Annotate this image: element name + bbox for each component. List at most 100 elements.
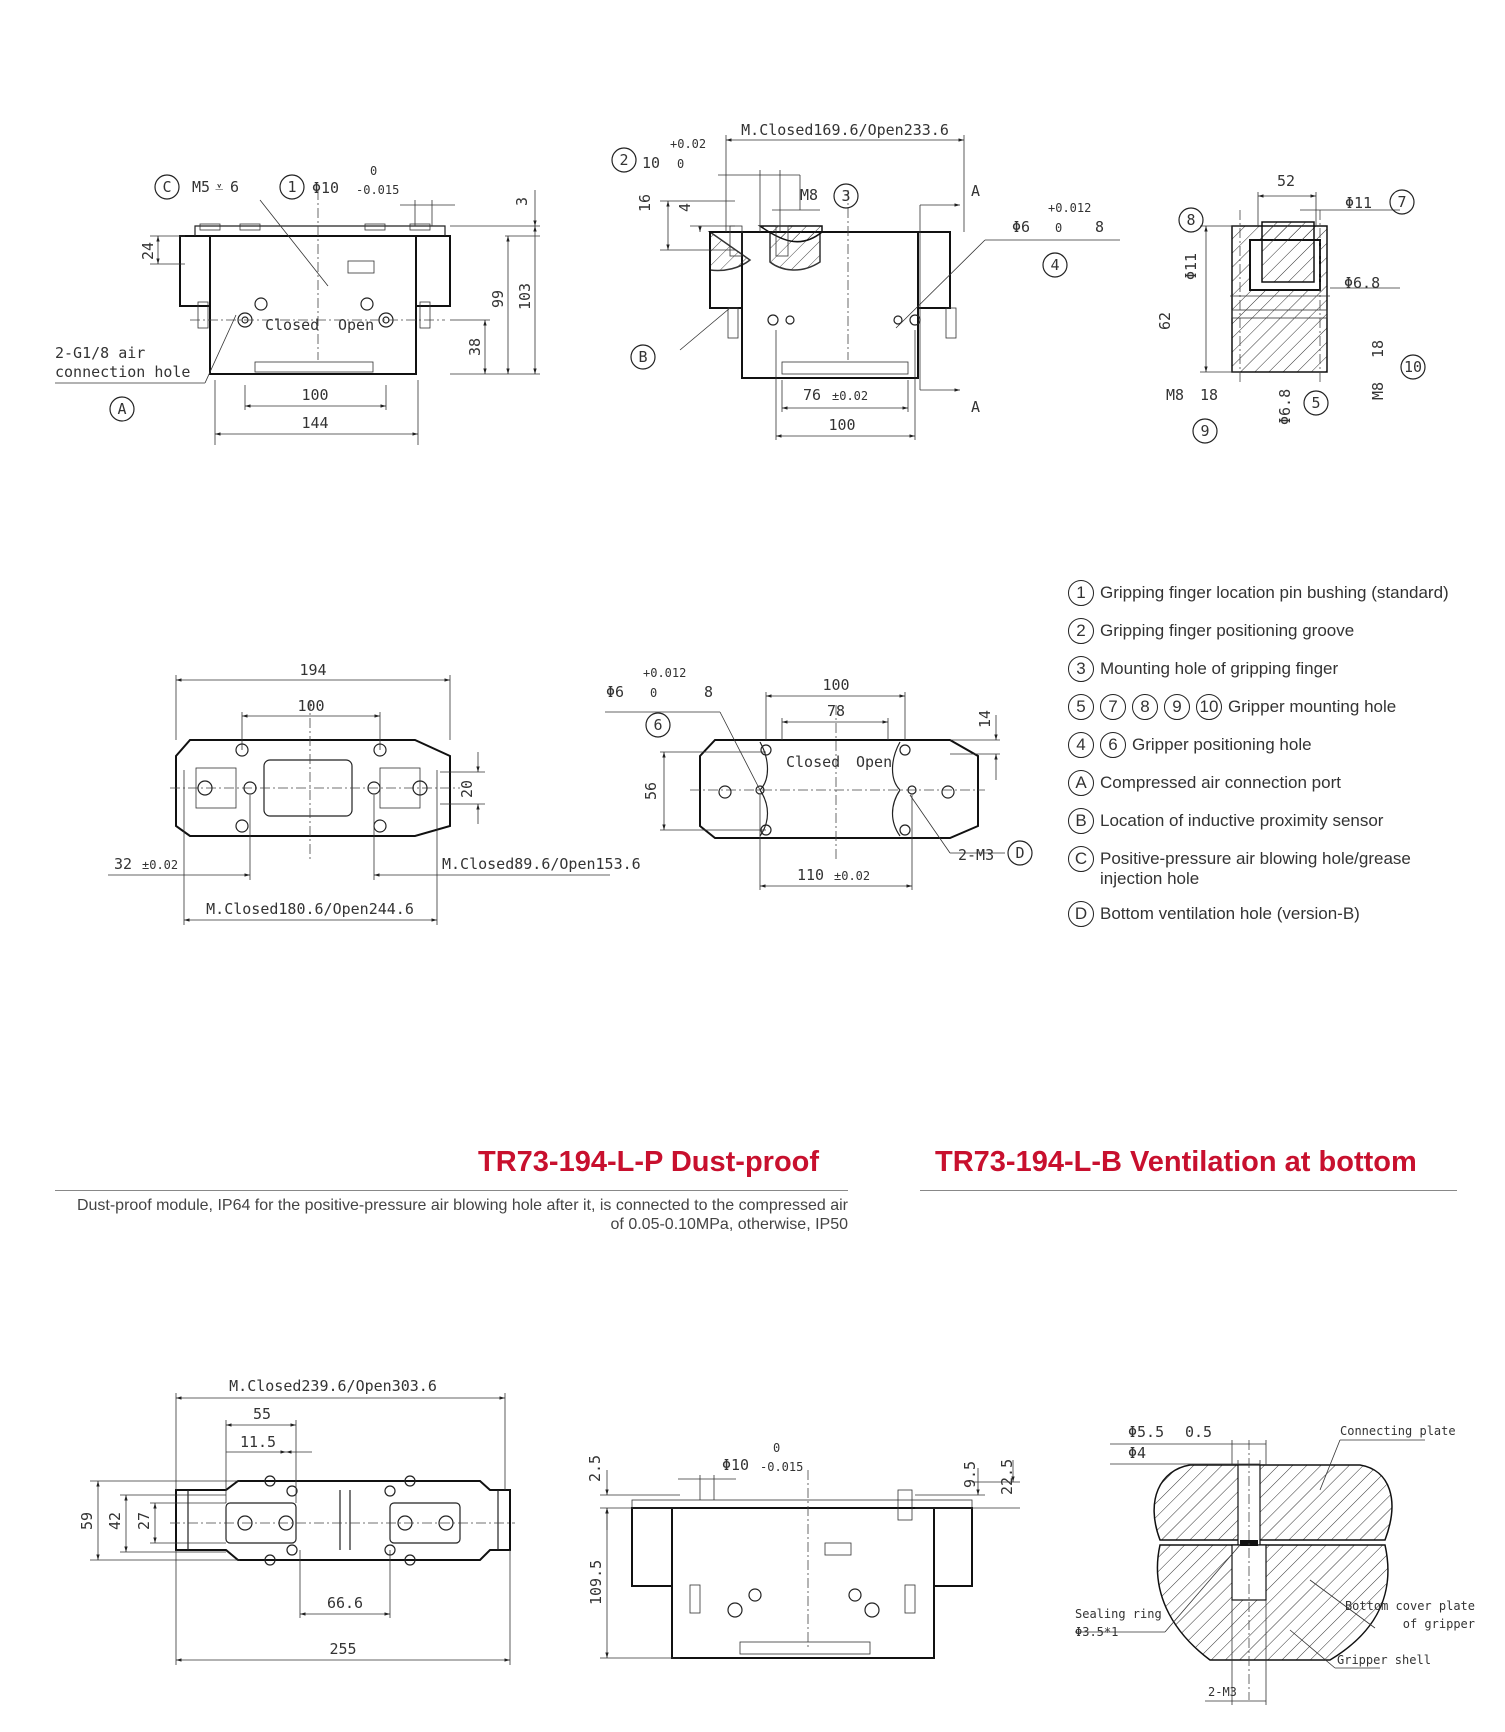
pin-spec: Φ10 xyxy=(312,179,339,197)
top-dim-32: 32 xyxy=(114,855,132,873)
dust-dim-59: 59 xyxy=(78,1512,96,1530)
ventilation-rule xyxy=(920,1190,1457,1191)
ventilation-title: TR73-194-L-B Ventilation at bottom xyxy=(935,1146,1417,1178)
groove-tol-low: 0 xyxy=(677,157,684,171)
dust-dim-255: 255 xyxy=(329,1640,356,1658)
legend-marker: 2 xyxy=(1068,618,1094,644)
groove-w: 10 xyxy=(642,154,660,172)
legend-item: 3 Mounting hole of gripping finger xyxy=(1068,656,1468,682)
top-dim-100: 100 xyxy=(297,697,324,715)
vent-connecting-plate: Connecting plate xyxy=(1340,1424,1456,1438)
dust-dim-42: 42 xyxy=(106,1512,124,1530)
bottom-dim-100: 100 xyxy=(822,676,849,694)
legend-text: Bottom ventilation hole (version-B) xyxy=(1100,904,1360,923)
bottom-pos-tol-low: 0 xyxy=(650,686,657,700)
pos-spec: Φ6 xyxy=(1012,218,1030,236)
side-dim-100: 100 xyxy=(828,416,855,434)
m8-label: M8 xyxy=(800,186,818,204)
vent-bottom-cover-1: Bottom cover plate xyxy=(1345,1599,1475,1613)
dust-front-view xyxy=(600,1460,1020,1659)
vent-detail xyxy=(1075,1439,1425,1705)
bottom-pos-spec: Φ6 xyxy=(606,683,624,701)
dim-62: 62 xyxy=(1156,312,1174,330)
vent-gripper-shell: Gripper shell xyxy=(1337,1653,1431,1667)
top-stroke-b: M.Closed180.6/Open244.6 xyxy=(206,900,414,918)
top-dim-32-tol: ±0.02 xyxy=(142,858,178,872)
side-stroke: M.Closed169.6/Open233.6 xyxy=(741,121,949,139)
side-view xyxy=(611,135,1120,440)
dust-dim-55: 55 xyxy=(253,1405,271,1423)
marker-2: 2 xyxy=(619,151,628,169)
m8-18b: M8 xyxy=(1369,382,1387,400)
legend-marker: C xyxy=(1068,846,1094,872)
section-view xyxy=(1178,189,1426,444)
legend-marker: 7 xyxy=(1100,694,1126,720)
dim-11b: Φ11 xyxy=(1182,253,1200,280)
bottom-pos-tol-up: +0.012 xyxy=(643,666,686,680)
legend-text: Mounting hole of gripping finger xyxy=(1100,659,1339,678)
label-closed: Closed xyxy=(265,316,319,334)
legend-marker: 3 xyxy=(1068,656,1094,682)
dim-16: 16 xyxy=(636,194,654,212)
legend: 1 Gripping finger location pin bushing (s… xyxy=(1068,580,1468,939)
pos-depth: 8 xyxy=(1095,218,1104,236)
dim-76: 76 xyxy=(803,386,821,404)
dust-dim-109-5: 109.5 xyxy=(587,1560,605,1605)
dim-99: 99 xyxy=(489,290,507,308)
section-a-bottom: A xyxy=(971,398,980,416)
dim-11a: Φ11 xyxy=(1345,194,1372,212)
dust-dim-11-5: 11.5 xyxy=(240,1433,276,1451)
legend-text: Gripping finger positioning groove xyxy=(1100,621,1355,640)
bottom-dim-14: 14 xyxy=(976,710,994,728)
pin-tol-low: -0.015 xyxy=(356,183,399,197)
vent-hole: Φ5.5 xyxy=(1128,1423,1164,1441)
dust-top-view xyxy=(90,1393,515,1665)
air-note-1: 2-G1/8 air xyxy=(55,344,145,362)
vent-bottom-cover-2: of gripper xyxy=(1403,1617,1475,1631)
bottom-open: Open xyxy=(856,753,892,771)
pos-tol-up: +0.012 xyxy=(1048,201,1091,215)
legend-text: Gripping finger location pin bushing (st… xyxy=(1100,583,1449,602)
vent-hole-depth: 0.5 xyxy=(1185,1423,1212,1441)
dim-4: 4 xyxy=(676,203,694,212)
top-dim-20: 20 xyxy=(458,780,476,798)
legend-marker: A xyxy=(1068,770,1094,796)
vent-sealing-2: Φ3.5*1 xyxy=(1075,1625,1118,1639)
vent-m3: 2-M3 xyxy=(1208,1685,1237,1699)
legend-marker: 10 xyxy=(1196,694,1222,720)
marker-3: 3 xyxy=(841,187,850,205)
marker-a: A xyxy=(117,400,126,418)
marker-9: 9 xyxy=(1200,422,1209,440)
dim-76-tol: ±0.02 xyxy=(832,389,868,403)
dim-100: 100 xyxy=(301,386,328,404)
section-a-top: A xyxy=(971,182,980,200)
dim-24: 24 xyxy=(139,242,157,260)
dust-dim-2-5: 2.5 xyxy=(586,1455,604,1482)
legend-text: Positive-pressure air blowing hole/greas… xyxy=(1100,849,1411,888)
marker-4: 4 xyxy=(1050,256,1059,274)
marker-8: 8 xyxy=(1186,211,1195,229)
legend-marker: 6 xyxy=(1100,732,1126,758)
dust-dim-27: 27 xyxy=(135,1512,153,1530)
dim-52: 52 xyxy=(1277,172,1295,190)
dust-dim-66-6: 66.6 xyxy=(327,1594,363,1612)
dustproof-rule xyxy=(55,1190,848,1191)
marker-d: D xyxy=(1015,844,1024,862)
legend-marker: 1 xyxy=(1068,580,1094,606)
front-view xyxy=(55,174,540,445)
marker-b: B xyxy=(638,348,647,366)
legend-marker: 4 xyxy=(1068,732,1094,758)
marker-6: 6 xyxy=(653,716,662,734)
marker-10: 10 xyxy=(1404,358,1422,376)
m8-18a: M8 xyxy=(1166,386,1184,404)
marker-1: 1 xyxy=(287,178,296,196)
dustproof-note: Dust-proof module, IP64 for the positive… xyxy=(76,1197,848,1233)
top-stroke-a: M.Closed89.6/Open153.6 xyxy=(442,855,641,873)
top-view xyxy=(108,675,610,925)
pos-tol-low: 0 xyxy=(1055,221,1062,235)
legend-marker: 9 xyxy=(1164,694,1190,720)
